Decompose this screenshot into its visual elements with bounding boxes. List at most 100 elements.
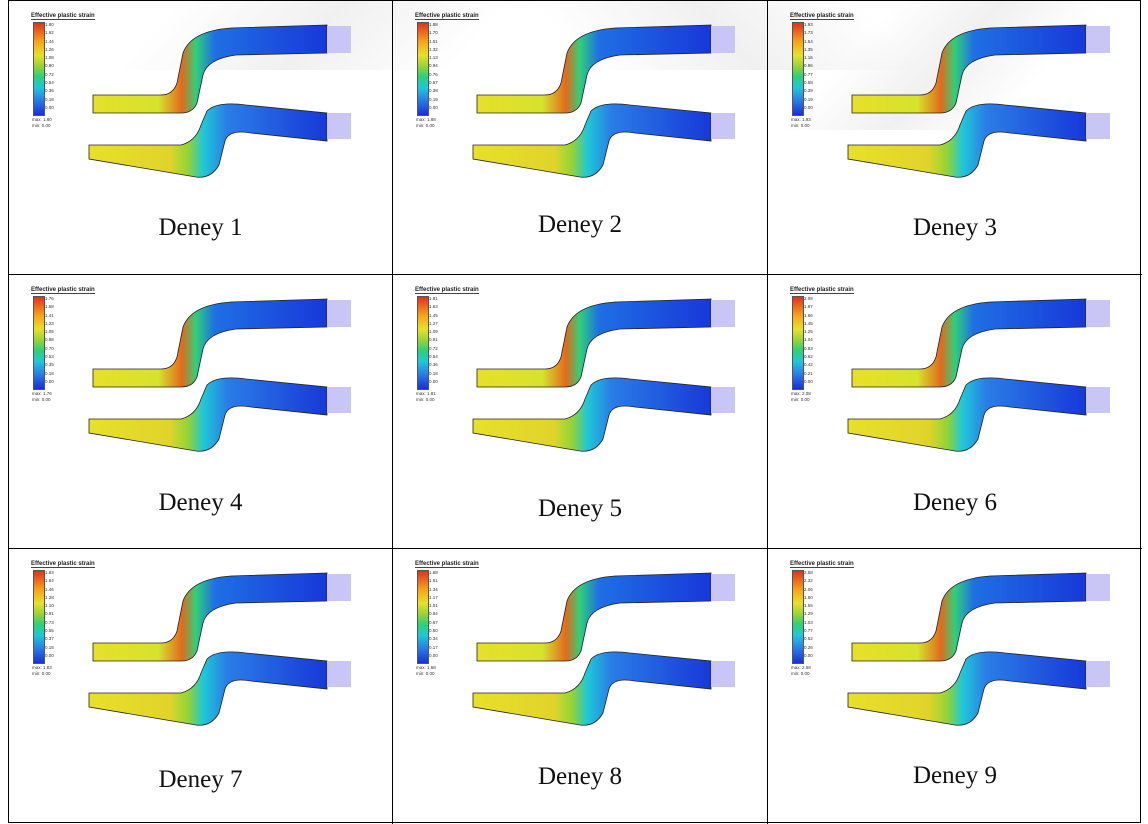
scale-tick-label: 1.54 [804,38,813,44]
upper-die [327,26,351,53]
legend-title: Effective plastic strain [31,287,95,294]
extrusion-profiles [847,298,1110,452]
upper-workpiece [92,572,328,662]
scale-tick-label: 0.00 [429,378,438,384]
max-value: max: 1.93 [791,117,811,122]
legend-title: Effective plastic strain [415,13,479,20]
min-value: min: 0.00 [791,122,810,128]
scale-tick-label: 0.00 [804,652,813,658]
extrusion-profiles [88,572,351,726]
scale-tick-label: 1.45 [429,312,438,318]
scale-tick-label: 0.00 [804,378,813,384]
scale-tick-label: 0.76 [429,71,438,77]
upper-die [711,300,735,327]
scale-tick-label: 1.13 [429,55,438,61]
scale-tick-label: 0.91 [429,337,438,343]
legend-title: Effective plastic strain [415,561,479,568]
scale-tick-label: 1.32 [429,46,438,52]
extrusion-profiles [847,572,1110,726]
scale-tick-label: 1.17 [429,594,438,600]
scale-tick-label: 1.76 [45,296,54,301]
scale-tick-label: 2.08 [804,296,813,301]
color-scale-bar [33,570,45,664]
scale-tick-label: 0.18 [429,370,438,376]
upper-workpiece [92,24,328,114]
lower-workpiece [472,651,712,726]
extrusion-profiles [472,24,735,178]
lower-die [1086,661,1110,687]
scale-tick-label: 0.90 [45,63,54,69]
legend-title: Effective plastic strain [31,561,95,568]
scale-tick-label: 0.42 [804,362,813,368]
scale-tick-label: 1.29 [804,611,813,617]
lower-workpiece [472,103,712,178]
color-scale-bar [792,22,804,116]
scale-tick-label: 1.64 [45,578,54,584]
experiment-caption: Deney 3 [913,214,997,241]
min-value: min: 0.00 [32,122,51,128]
upper-die [711,574,735,601]
min-value: min: 0.00 [32,396,51,402]
upper-die [1086,300,1110,327]
scale-tick-label: 0.53 [45,354,54,360]
scale-tick-label: 0.18 [45,644,54,650]
lower-workpiece [847,651,1087,726]
scale-tick-label: 0.00 [429,652,438,658]
scale-tick-label: 0.83 [804,345,813,351]
scale-tick-label: 0.21 [804,370,813,376]
scale-tick-label: 0.38 [429,88,438,94]
scale-tick-label: 1.81 [429,296,438,301]
scale-tick-label: 1.70 [429,30,438,36]
color-scale-bar [792,570,804,664]
lower-workpiece [88,103,328,178]
scale-tick-label: 0.00 [429,104,438,110]
upper-die [1086,26,1110,53]
upper-die [711,26,735,53]
scale-tick-label: 0.18 [45,96,54,102]
scale-tick-label: 1.55 [804,603,813,609]
experiment-caption: Deney 8 [538,763,622,790]
upper-workpiece [851,298,1087,388]
min-value: min: 0.00 [416,670,435,676]
scale-tick-label: 0.39 [804,88,813,94]
max-value: max: 1.76 [32,391,52,396]
scale-tick-label: 2.32 [804,578,813,584]
experiment-caption: Deney 5 [538,495,622,522]
scale-tick-label: 0.73 [45,619,54,625]
lower-die [711,661,735,687]
scale-tick-label: 0.54 [429,354,438,360]
upper-workpiece [476,298,712,388]
scale-tick-label: 0.54 [45,80,54,86]
lower-die [327,661,351,687]
scale-tick-label: 1.51 [429,578,438,584]
scale-tick-label: 0.96 [804,63,813,69]
legend-title: Effective plastic strain [31,13,95,20]
upper-workpiece [476,24,712,114]
legend-title: Effective plastic strain [790,561,854,568]
experiment-caption: Deney 4 [158,489,243,516]
scale-tick-label: 0.77 [804,71,813,77]
scale-tick-label: 0.55 [45,628,54,634]
min-value: min: 0.00 [791,670,810,676]
scale-tick-label: 0.62 [804,354,813,360]
experiment-caption: Deney 6 [913,489,997,516]
min-value: min: 0.00 [32,670,51,676]
